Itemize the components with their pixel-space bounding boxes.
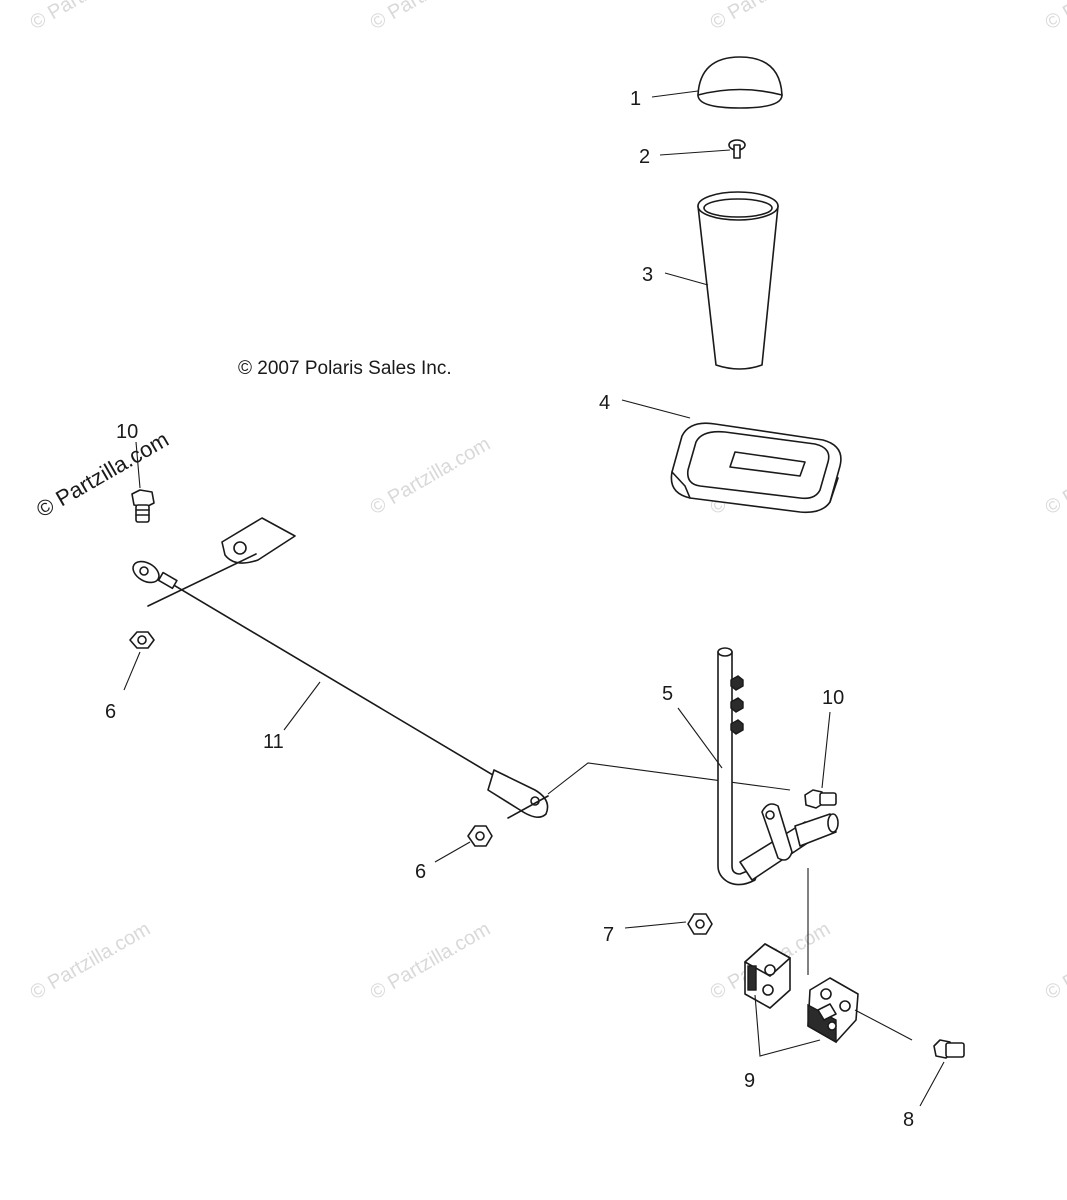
leader-rod-lever [547, 762, 791, 795]
watermark-dark: © Partzilla.com [32, 427, 173, 523]
callout-7: 7 [603, 924, 614, 946]
callout-6-lower: 6 [415, 861, 426, 883]
watermark: © Partzilla.com [367, 918, 495, 1004]
bushing-right [807, 977, 859, 1044]
shift-boot [670, 422, 842, 514]
shift-rod [132, 560, 549, 819]
watermark: © Partzilla.com [1042, 433, 1067, 519]
watermark-layer: © Partzilla.com © Partzilla.com © Partzi… [27, 0, 1067, 1004]
callout-1: 1 [630, 88, 641, 110]
callout-3: 3 [642, 264, 653, 286]
nut-lower [467, 825, 493, 847]
watermark: © Partzilla.com [1042, 0, 1067, 34]
callout-10-lower: 10 [822, 687, 844, 709]
copyright-text: © 2007 Polaris Sales Inc. [238, 358, 452, 379]
bolt-upper [131, 489, 155, 523]
knob-screw [728, 139, 746, 159]
callout-5: 5 [662, 683, 673, 705]
watermark: © Partzilla.com [707, 0, 835, 34]
callout-8: 8 [903, 1109, 914, 1131]
watermark: © Partzilla.com [367, 433, 495, 519]
link-arm [147, 517, 296, 607]
shift-knob [697, 191, 779, 370]
watermark: © Partzilla.com [27, 0, 155, 34]
callout-6-upper: 6 [105, 701, 116, 723]
nut-7 [687, 913, 713, 935]
watermark: © Partzilla.com [27, 918, 155, 1004]
watermark: © Partzilla.com [1042, 918, 1067, 1004]
bushing-left [744, 943, 791, 1009]
knob-cap [697, 56, 783, 109]
watermark: © Partzilla.com [367, 0, 495, 34]
callout-10-upper: 10 [116, 421, 138, 443]
bolt-8 [933, 1039, 965, 1059]
callout-4: 4 [599, 392, 610, 414]
callout-2: 2 [639, 146, 650, 168]
nut-upper [129, 631, 155, 649]
shift-lever [717, 647, 839, 886]
callout-11: 11 [263, 731, 284, 753]
callout-9: 9 [744, 1070, 755, 1092]
bolt-lower [804, 789, 837, 809]
